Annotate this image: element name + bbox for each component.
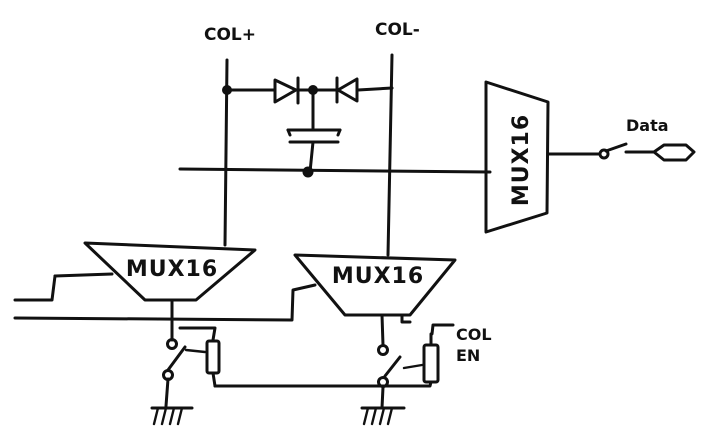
diode-left-icon bbox=[273, 78, 298, 104]
actuator-left bbox=[205, 339, 221, 375]
mux-right-label: MUX16 bbox=[509, 114, 534, 206]
mux-left-label: MUX16 bbox=[126, 257, 218, 282]
mux-left: MUX16 bbox=[83, 241, 257, 302]
col-en-label-line1: COL bbox=[456, 325, 492, 344]
data-label: Data bbox=[626, 116, 669, 135]
capacitor bbox=[286, 88, 342, 174]
data-terminal-icon bbox=[652, 143, 696, 162]
bus-upper bbox=[53, 272, 114, 278]
actuator-right bbox=[422, 343, 440, 384]
mux-middle: MUX16 bbox=[293, 253, 457, 317]
mux-middle-label: MUX16 bbox=[332, 264, 424, 289]
col-plus-label: COL+ bbox=[204, 25, 256, 45]
enable-link bbox=[213, 380, 433, 388]
data-switch bbox=[604, 142, 628, 153]
col-minus-wire bbox=[386, 53, 394, 257]
col-switch-left bbox=[150, 298, 221, 426]
col-minus-label: COL- bbox=[375, 20, 420, 40]
diode-pair bbox=[222, 76, 394, 105]
switch-contact bbox=[598, 148, 610, 160]
row-line bbox=[178, 167, 492, 174]
col-switch-right bbox=[360, 313, 455, 426]
mux-right: MUX16 bbox=[484, 80, 550, 234]
bus-lower bbox=[13, 283, 317, 322]
col-en-label-line2: EN bbox=[456, 346, 480, 365]
diode-right-icon bbox=[336, 77, 359, 103]
